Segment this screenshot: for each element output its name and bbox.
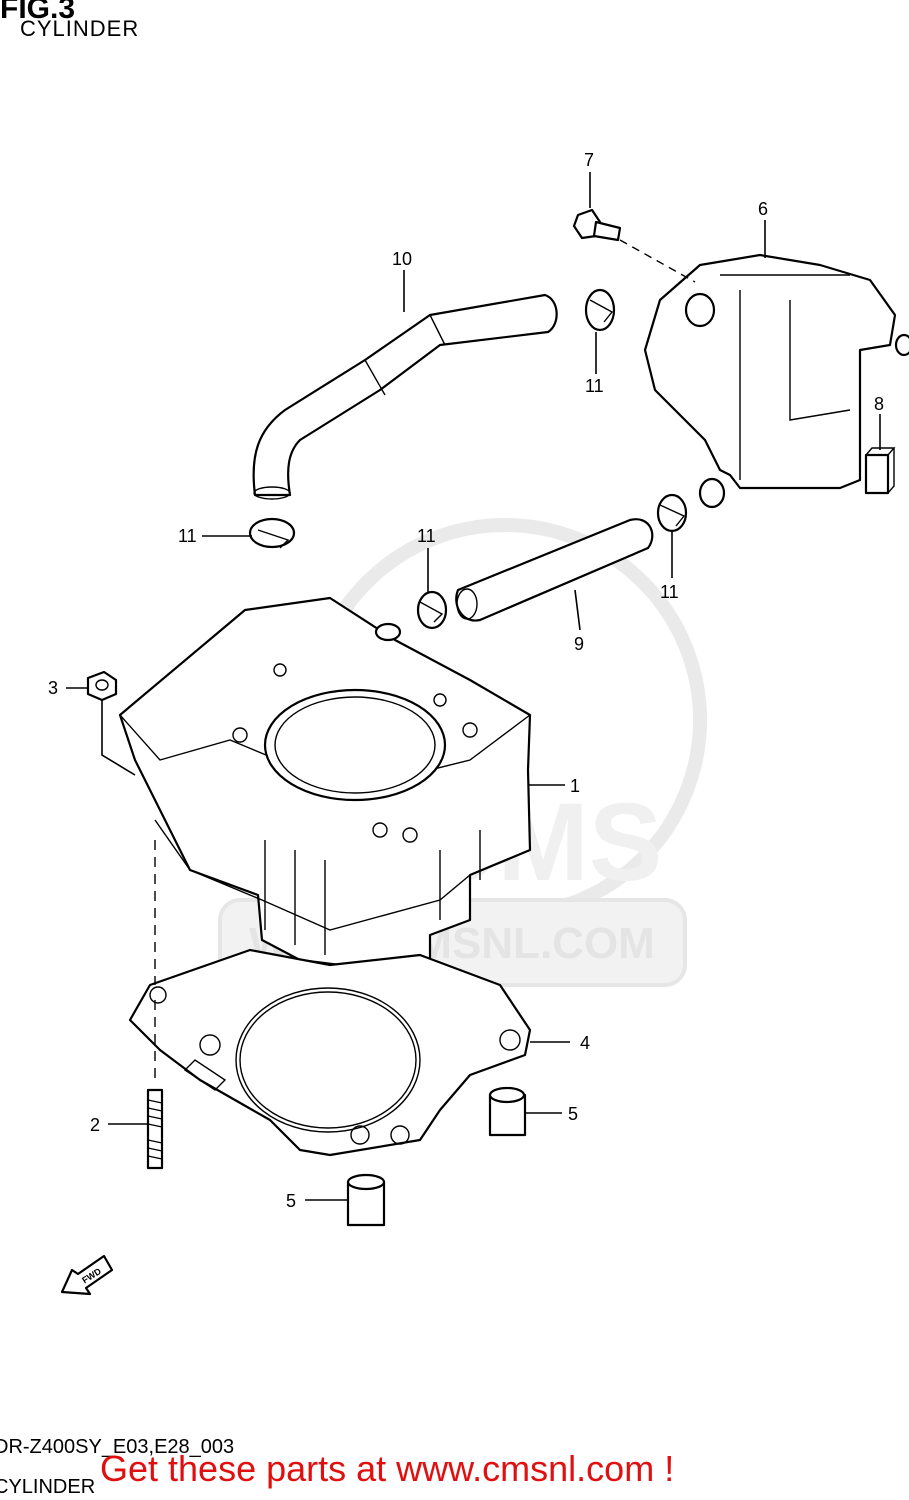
callout-7: 7 [584,150,594,170]
part-7-bolt [572,208,696,283]
callout-11-left: 11 [178,526,197,546]
part-8-rubber [864,447,896,495]
callout-10: 10 [392,249,412,269]
section-name: CYLINDER [0,1476,96,1498]
callout-1: 1 [570,776,580,796]
fwd-arrow-icon: FWD [60,1254,114,1296]
callout-5-lower: 5 [286,1191,296,1211]
part-10-hose [252,293,558,500]
part-5-dowel-pin-a [488,1086,527,1137]
part-4-gasket [128,948,532,1157]
figure-subtitle: CYLINDER [20,16,140,41]
callout-3: 3 [48,678,58,698]
callout-8: 8 [874,394,884,414]
part-11-clamp-left [248,517,296,549]
callout-2: 2 [90,1115,100,1135]
callout-9: 9 [574,634,584,654]
part-1-cylinder [118,596,532,972]
part-11-clamp-right [656,493,688,533]
callout-6: 6 [758,199,768,219]
callout-11-right: 11 [660,582,679,602]
callout-11-top: 11 [585,376,604,396]
figure-title: FIG.3 [0,0,76,25]
promo-link[interactable]: Get these parts at www.cmsnl.com ! [100,1448,675,1489]
part-2-stud-bolt [146,1088,164,1170]
leader-lines [66,172,881,1201]
callout-5-upper: 5 [568,1104,578,1124]
part-11-clamp-top [584,288,616,332]
part-11-clamp-middle [416,590,448,630]
part-6-reservoir-tank [643,253,909,509]
part-9-hose [455,518,654,622]
part-3-nut [86,670,118,702]
callout-11-middle: 11 [417,526,436,546]
callout-4: 4 [580,1033,590,1053]
part-5-dowel-pin-b [346,1173,386,1227]
model-code: DR-Z400SY_E03,E28_003 [0,1436,235,1458]
